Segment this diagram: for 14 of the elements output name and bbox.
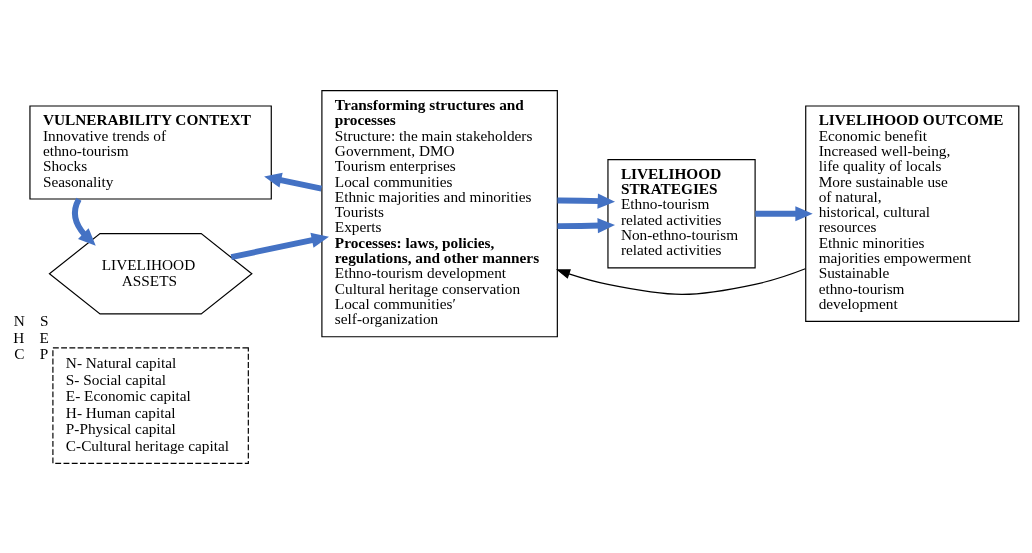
node-box: Transforming structures and processes Structure: the main stakeholders Government, DMO Tourism enterprises Local communities Ethnic majorities and minorities Tourists Experts Processes: laws, policies, regulations, and other manners Ethno-tourism development Cultural heritage conservation Local communities′ self-organization bbox=[321, 89, 558, 337]
node-label: C P bbox=[14, 344, 49, 362]
node-label: H E bbox=[13, 328, 49, 346]
node-box: N- Natural capital S- Social capital E- Economic capital H- Human capital P-Physical capital C-Cultural heritage capital bbox=[52, 346, 249, 464]
arrow bbox=[557, 192, 615, 209]
arrow bbox=[264, 172, 323, 192]
arrow bbox=[557, 217, 616, 233]
node-box: LIVELIHOOD STRATEGIES Ethno-tourism related activities Non-ethno-tourism related activities bbox=[607, 158, 756, 268]
node-box: LIVELIHOOD OUTCOME Economic benefit Increased well-being, life quality of locals More sustainable use of natural, historical, cultural resources Ethnic minorities majorities empowerment Sustainable ethno-tourism development bbox=[805, 104, 1020, 322]
arrow bbox=[230, 232, 329, 260]
arrow bbox=[555, 267, 806, 295]
node-box: VULNERABILITY CONTEXT Innovative trends of ethno-tourism Shocks Seasonality bbox=[29, 104, 272, 200]
node-label: N S bbox=[13, 311, 49, 329]
arrow bbox=[755, 205, 813, 221]
